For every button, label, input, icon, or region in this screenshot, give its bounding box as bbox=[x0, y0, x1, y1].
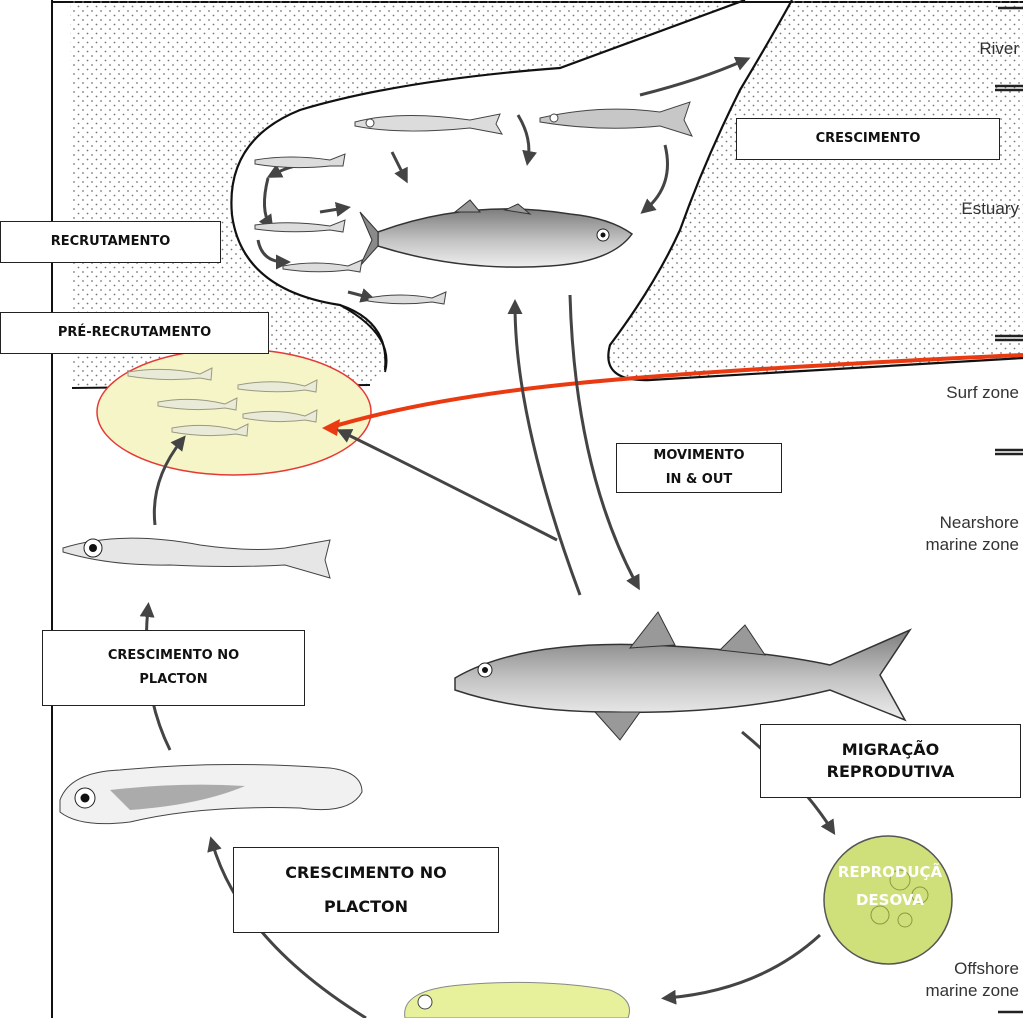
zone-label-river: River bbox=[979, 38, 1019, 60]
label-crescimento-placton-2: CRESCIMENTO NO PLACTON bbox=[233, 847, 499, 933]
label-recrutamento-text: RECRUTAMENTO bbox=[51, 230, 171, 254]
zone-label-nearshore: Nearshore marine zone bbox=[925, 512, 1019, 556]
juvenile-fish-group bbox=[255, 102, 692, 304]
label-recrutamento: RECRUTAMENTO bbox=[0, 221, 221, 263]
juvenile-fish-left bbox=[63, 538, 330, 578]
zone-label-offshore: Offshore marine zone bbox=[925, 958, 1019, 1002]
label-movimento-line2: IN & OUT bbox=[666, 468, 733, 492]
label-crescimento-placton-1-line2: PLACTON bbox=[139, 668, 207, 692]
label-crescimento-placton-2-line2: PLACTON bbox=[324, 890, 408, 924]
pre-recruitment-highlight bbox=[97, 349, 371, 475]
label-movimento-line1: MOVIMENTO bbox=[653, 444, 744, 468]
larva-left bbox=[60, 764, 362, 823]
offshore-line1: Offshore bbox=[925, 958, 1019, 980]
label-migracao-line1: MIGRAÇÃO bbox=[842, 739, 939, 761]
label-crescimento-placton-1: CRESCIMENTO NO PLACTON bbox=[42, 630, 305, 706]
land-right bbox=[608, 0, 1023, 380]
adult-fish-nearshore bbox=[455, 612, 910, 740]
egg-label-line1: REPRODUÇÃ bbox=[824, 858, 956, 886]
adult-fish-estuary bbox=[360, 200, 632, 267]
nearshore-line1: Nearshore bbox=[925, 512, 1019, 534]
yolk-sac-larva bbox=[405, 982, 630, 1018]
label-pre-recrutamento: PRÉ-RECRUTAMENTO bbox=[0, 312, 269, 354]
zone-label-surf-zone: Surf zone bbox=[946, 382, 1019, 404]
label-pre-recrutamento-text: PRÉ-RECRUTAMENTO bbox=[58, 321, 211, 345]
label-crescimento: CRESCIMENTO bbox=[736, 118, 1000, 160]
label-migracao-reprodutiva: MIGRAÇÃO REPRODUTIVA bbox=[760, 724, 1021, 798]
egg-label: REPRODUÇÃ DESOVA bbox=[824, 858, 956, 914]
label-crescimento-placton-2-line1: CRESCIMENTO NO bbox=[285, 856, 447, 890]
egg-label-line2: DESOVA bbox=[824, 886, 956, 914]
offshore-line2: marine zone bbox=[925, 980, 1019, 1002]
label-crescimento-text: CRESCIMENTO bbox=[816, 127, 921, 151]
label-crescimento-placton-1-line1: CRESCIMENTO NO bbox=[108, 644, 239, 668]
label-movimento: MOVIMENTO IN & OUT bbox=[616, 443, 782, 493]
zone-label-estuary: Estuary bbox=[961, 198, 1019, 220]
nearshore-line2: marine zone bbox=[925, 534, 1019, 556]
label-migracao-line2: REPRODUTIVA bbox=[827, 761, 955, 783]
